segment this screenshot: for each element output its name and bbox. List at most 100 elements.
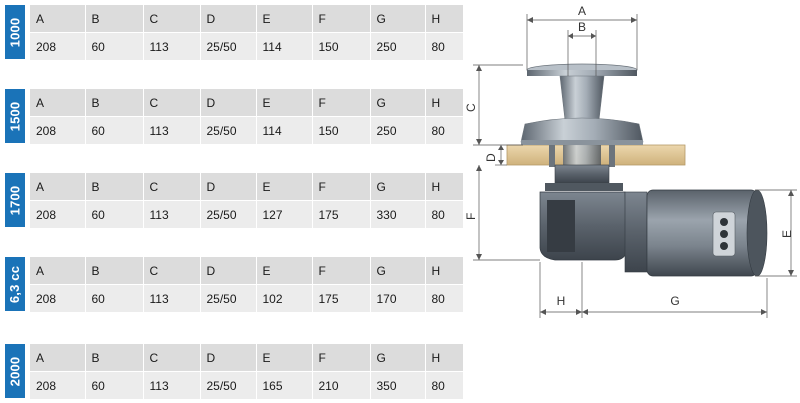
value-cell: 208 [30, 371, 85, 399]
col-header: A [30, 5, 85, 33]
col-header: A [30, 173, 85, 201]
value-cell: 330 [369, 200, 425, 228]
model-name: 2000 [7, 356, 23, 386]
col-header: B [84, 344, 143, 372]
col-header: E [255, 89, 312, 117]
col-header: B [84, 257, 143, 285]
value-cell: 250 [369, 116, 425, 144]
terminal-bolt [720, 218, 728, 226]
gearbox-ring [545, 183, 623, 191]
col-header: H [424, 5, 463, 33]
motor-end-cap [746, 189, 768, 277]
col-header: G [369, 5, 425, 33]
value-cell: 80 [424, 371, 463, 399]
col-header: D [199, 344, 256, 372]
value-cell: 114 [255, 32, 312, 60]
col-header: H [424, 89, 463, 117]
col-header: C [142, 257, 200, 285]
value-cell: 175 [311, 200, 370, 228]
model-tab: 2000 [5, 344, 25, 398]
value-cell: 165 [255, 371, 312, 399]
terminal-bolt [720, 242, 728, 250]
col-header: D [199, 89, 256, 117]
value-cell: 175 [311, 284, 370, 312]
model-tab: 6,3 cc [5, 257, 25, 311]
value-cell: 60 [84, 116, 143, 144]
gearbox-neck [554, 164, 610, 184]
dim-label-H: H [557, 294, 566, 308]
col-header: B [84, 5, 143, 33]
value-cell: 25/50 [199, 32, 256, 60]
col-header: F [311, 257, 370, 285]
windlass-diagram: A B C D F E H G [465, 4, 797, 318]
col-header: C [142, 89, 200, 117]
value-cell: 25/50 [199, 200, 256, 228]
dim-label-B: B [578, 20, 586, 34]
stud-right [609, 145, 615, 167]
motor-flange [624, 191, 648, 273]
col-header: H [424, 173, 463, 201]
value-cell: 113 [142, 32, 200, 60]
value-cell: 114 [255, 116, 312, 144]
value-cell: 80 [424, 200, 463, 228]
col-header: E [255, 5, 312, 33]
value-cell: 60 [84, 284, 143, 312]
value-cell: 150 [311, 116, 370, 144]
model-name: 6,3 cc [7, 265, 23, 303]
value-cell: 113 [142, 284, 200, 312]
value-cell: 208 [30, 32, 85, 60]
value-cell: 350 [369, 371, 425, 399]
value-cell: 102 [255, 284, 312, 312]
col-header: D [199, 5, 256, 33]
col-header: H [424, 257, 463, 285]
terminal-bolt [720, 230, 728, 238]
value-cell: 208 [30, 200, 85, 228]
value-cell: 113 [142, 371, 200, 399]
value-cell: 80 [424, 32, 463, 60]
base-flange [520, 117, 644, 143]
col-header: A [30, 257, 85, 285]
col-header: E [255, 257, 312, 285]
value-cell: 60 [84, 371, 143, 399]
value-cell: 208 [30, 284, 85, 312]
value-cell: 25/50 [199, 284, 256, 312]
col-header: A [30, 344, 85, 372]
base-ring [521, 140, 643, 145]
value-cell: 80 [424, 116, 463, 144]
col-header: C [142, 173, 200, 201]
col-header: F [311, 89, 370, 117]
dim-label-C: C [465, 103, 478, 112]
dim-label-A: A [578, 4, 586, 18]
value-cell: 170 [369, 284, 425, 312]
col-header: D [199, 173, 256, 201]
col-header: C [142, 5, 200, 33]
value-cell: 250 [369, 32, 425, 60]
gearbox-face [547, 200, 575, 252]
model-tab: 1000 [5, 5, 25, 59]
col-header: F [311, 5, 370, 33]
col-header: E [255, 173, 312, 201]
value-cell: 60 [84, 32, 143, 60]
col-header: G [369, 257, 425, 285]
dim-label-E: E [780, 230, 794, 238]
value-cell: 80 [424, 284, 463, 312]
stud-left [549, 145, 555, 167]
model-name: 1700 [7, 185, 23, 215]
model-tab: 1500 [5, 89, 25, 143]
capstan-drum [559, 75, 605, 121]
